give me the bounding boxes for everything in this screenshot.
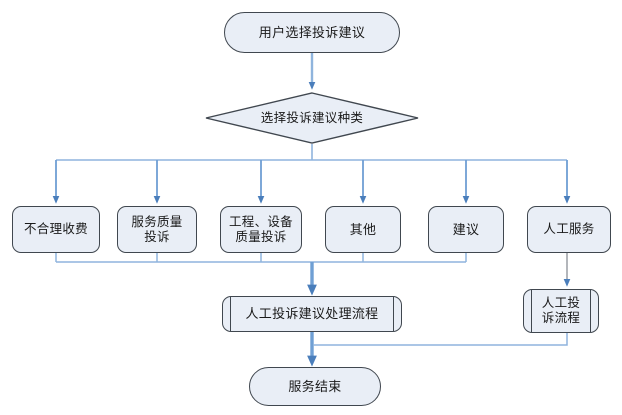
node-branch-1-line2: 投诉 <box>144 229 170 244</box>
node-branch-suggestion[interactable]: 建议 <box>428 206 504 253</box>
node-end[interactable]: 服务结束 <box>249 367 381 406</box>
node-branch-1-label: 服务质量 投诉 <box>129 215 184 245</box>
node-start[interactable]: 用户选择投诉建议 <box>224 12 400 53</box>
node-branch-2-line1: 工程、设备 <box>228 214 293 229</box>
node-decision-label: 选择投诉建议种类 <box>260 110 364 125</box>
node-end-label: 服务结束 <box>288 378 342 394</box>
node-branch-3-label: 其他 <box>349 221 377 237</box>
node-branch-manual-service[interactable]: 人工服务 <box>527 206 611 253</box>
node-branch-2-line2: 质量投诉 <box>235 229 287 244</box>
edge-branches-to-merge-bus <box>55 253 467 263</box>
node-branch-engineering-equipment[interactable]: 工程、设备 质量投诉 <box>220 206 302 253</box>
node-process-main-label: 人工投诉建议处理流程 <box>245 306 379 322</box>
node-branch-unreasonable-fee[interactable]: 不合理收费 <box>12 206 100 253</box>
node-branch-service-quality[interactable]: 服务质量 投诉 <box>117 206 197 253</box>
diamond-shape <box>205 92 419 144</box>
node-branch-2-label: 工程、设备 质量投诉 <box>227 215 295 245</box>
node-decision[interactable]: 选择投诉建议种类 <box>205 92 419 144</box>
node-process-manual-line1: 人工投 <box>541 296 581 311</box>
node-branch-4-label: 建议 <box>452 221 480 237</box>
process-manual-left-bar <box>531 290 533 332</box>
node-process-main[interactable]: 人工投诉建议处理流程 <box>222 296 402 332</box>
process-manual-right-bar <box>589 290 591 332</box>
node-branch-0-label: 不合理收费 <box>23 222 88 237</box>
node-branch-1-line1: 服务质量 <box>131 214 183 229</box>
node-process-manual-line2: 诉流程 <box>541 311 581 325</box>
node-branch-other[interactable]: 其他 <box>325 206 401 253</box>
node-process-manual-label: 人工投 诉流程 <box>540 296 582 326</box>
process-right-bar <box>392 297 394 331</box>
process-left-bar <box>230 297 232 331</box>
node-process-manual[interactable]: 人工投 诉流程 <box>523 289 599 333</box>
node-branch-5-label: 人工服务 <box>543 222 595 237</box>
edge-decision-to-bus <box>56 144 567 161</box>
node-start-label: 用户选择投诉建议 <box>258 24 366 40</box>
edge-process-manual-to-end <box>313 333 568 346</box>
